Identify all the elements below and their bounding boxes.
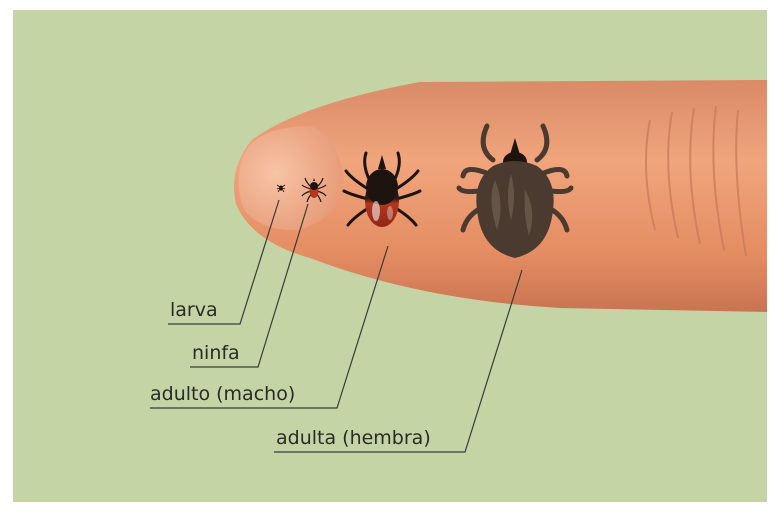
label-adulto-macho: adulto (macho): [150, 382, 295, 406]
label-adulta-hembra: adulta (hembra): [276, 426, 431, 450]
label-ninfa: ninfa: [192, 341, 240, 365]
label-larva: larva: [170, 298, 218, 322]
